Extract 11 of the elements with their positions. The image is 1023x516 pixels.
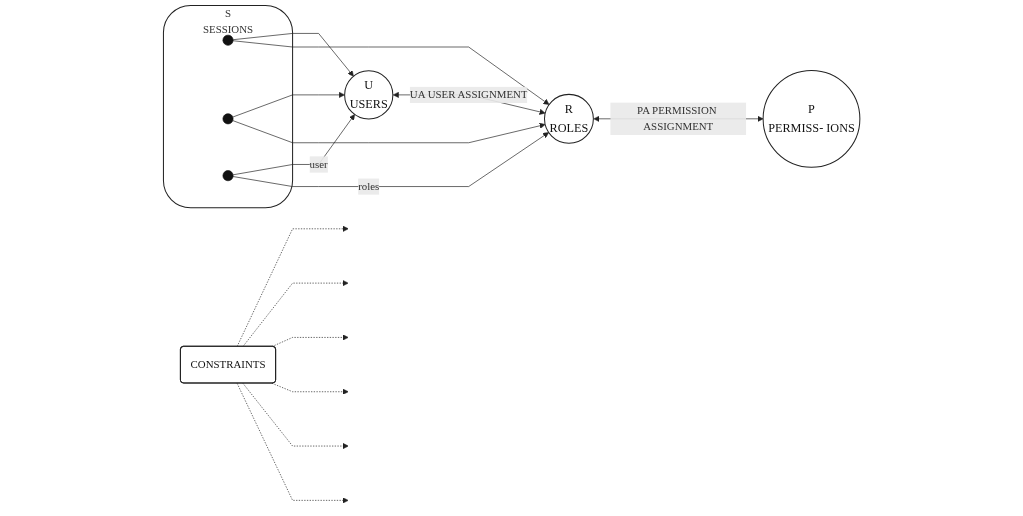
node-circle: U USERS	[343, 70, 394, 120]
cluster: S SESSIONS	[162, 4, 293, 209]
node-circle: R ROLES	[543, 93, 594, 144]
node-circle	[222, 113, 234, 125]
node-circle	[222, 170, 234, 182]
edge-label: PA PERMISSION ASSIGNMENT	[636, 104, 717, 133]
edge-label: roles	[358, 180, 380, 192]
node-circle: P PERMISS- IONS	[762, 69, 861, 168]
node-circle	[222, 34, 234, 46]
edge-label: user	[309, 158, 328, 170]
edge-label: UA USER ASSIGNMENT	[409, 88, 528, 101]
